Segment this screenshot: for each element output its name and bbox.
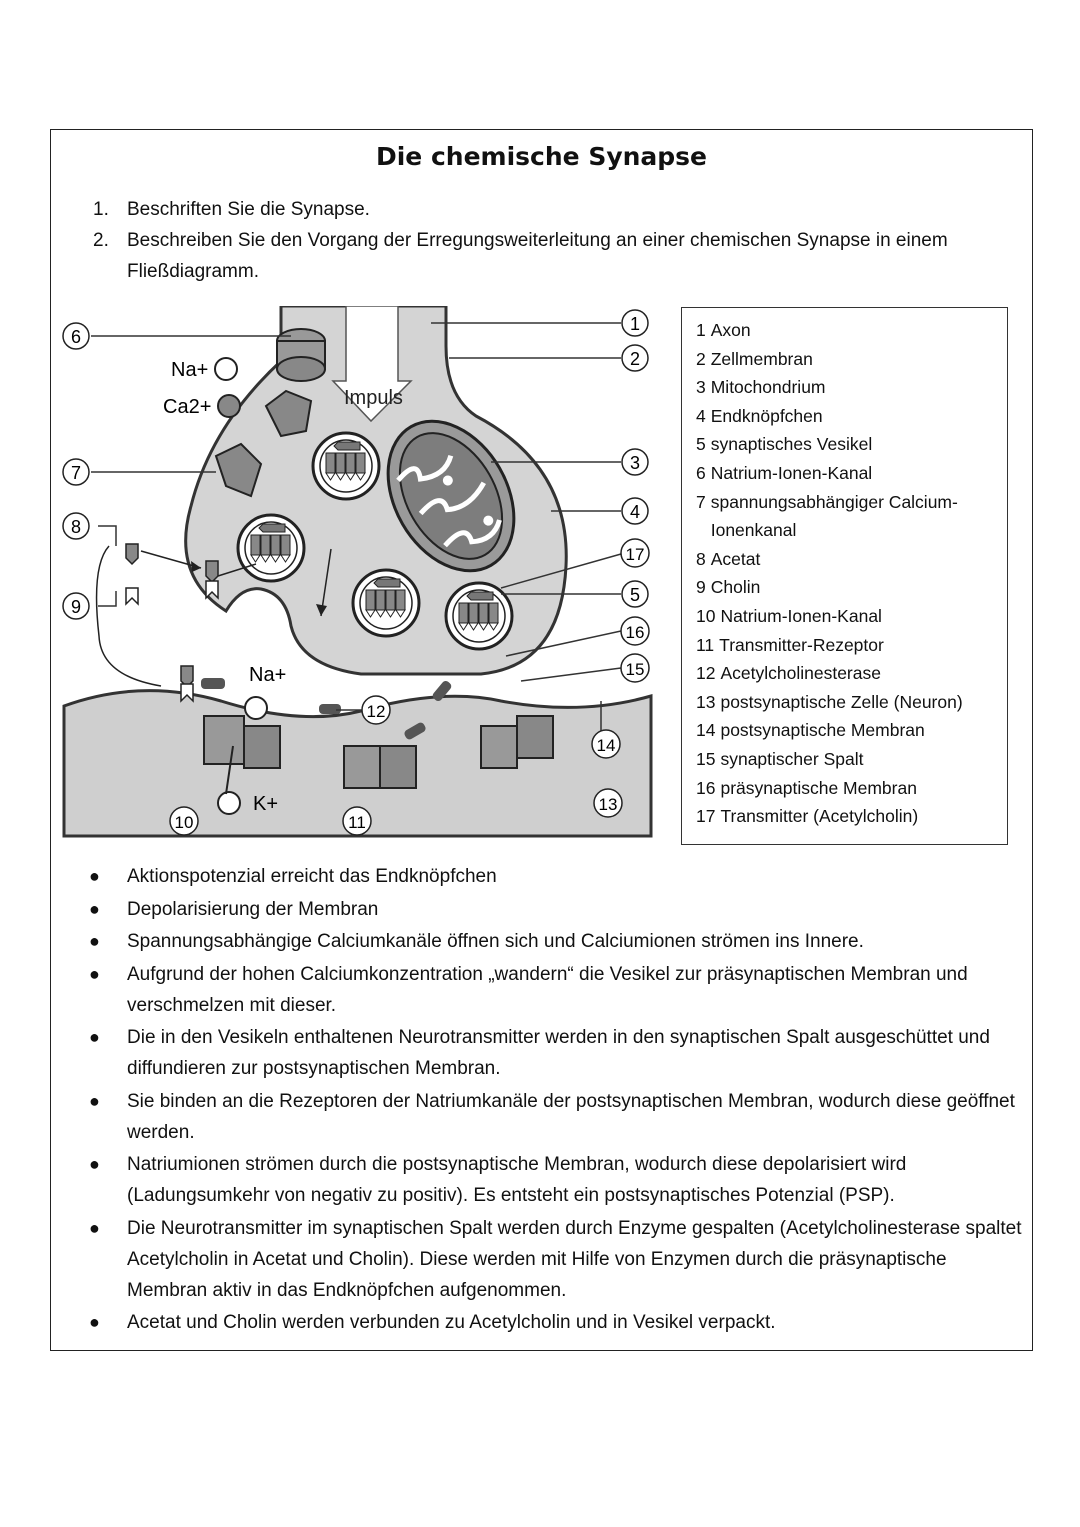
task-item: 1. Beschriften Sie die Synapse. <box>93 194 1013 225</box>
ion-label-ca: Ca2+ <box>163 396 211 418</box>
svg-text:5: 5 <box>630 585 640 605</box>
svg-text:13: 13 <box>599 795 618 814</box>
bullet-icon: ● <box>89 1312 100 1332</box>
list-item: ●Spannungsabhängige Calciumkanäle öffnen… <box>89 926 1024 957</box>
svg-text:11: 11 <box>348 813 366 832</box>
svg-text:16: 16 <box>626 623 645 642</box>
bullet-icon: ● <box>89 898 100 919</box>
marker-9: 9 <box>62 592 90 620</box>
bullet-icon: ● <box>89 1217 100 1238</box>
svg-text:3: 3 <box>630 453 640 473</box>
list-item: ●Die Neurotransmitter im synaptischen Sp… <box>89 1213 1024 1306</box>
ion-label-na-cleft: Na+ <box>249 664 286 686</box>
impulse-label: Impuls <box>344 387 403 409</box>
list-item: ●Acetat und Cholin werden verbunden zu A… <box>89 1307 1024 1338</box>
svg-text:7: 7 <box>71 463 81 483</box>
marker-8: 8 <box>62 512 90 540</box>
task-text: Beschriften Sie die Synapse. <box>127 199 370 220</box>
svg-text:8: 8 <box>71 517 81 537</box>
marker-17: 17 <box>620 538 650 568</box>
bullet-icon: ● <box>89 1027 100 1047</box>
svg-text:1: 1 <box>630 314 640 334</box>
list-item: ●Aufgrund der hohen Calciumkonzentration… <box>89 959 1024 1021</box>
ion-label-na: Na+ <box>171 359 208 381</box>
svg-text:2: 2 <box>630 349 640 369</box>
task-text: Beschreiben Sie den Vorgang der Erregung… <box>127 230 948 282</box>
worksheet: Die chemische Synapse 1. Beschriften Sie… <box>50 129 1033 1351</box>
svg-text:9: 9 <box>71 597 81 617</box>
list-item: ●Sie binden an die Rezeptoren der Natriu… <box>89 1086 1024 1148</box>
task-number: 1. <box>93 199 109 220</box>
svg-text:15: 15 <box>626 660 645 679</box>
marker-13: 13 <box>593 788 623 818</box>
task-number: 2. <box>93 230 109 251</box>
marker-11: 11 <box>342 806 372 836</box>
list-item: ●Die in den Vesikeln enthaltenen Neurotr… <box>89 1022 1024 1084</box>
marker-3: 3 <box>621 448 649 476</box>
bullet-icon: ● <box>89 931 100 951</box>
marker-12: 12 <box>361 695 391 725</box>
synapse-illustration: Impuls Na+ Ca2+ <box>61 304 661 846</box>
task-list: 1. Beschriften Sie die Synapse. 2. Besch… <box>93 194 1013 287</box>
marker-1: 1 <box>621 309 649 337</box>
impulse-arrow-icon <box>331 305 413 423</box>
marker-6: 6 <box>62 322 90 350</box>
list-item: ●Aktionspotenzial erreicht das Endknöpfc… <box>89 861 1024 892</box>
marker-14: 14 <box>591 729 621 759</box>
bullet-icon: ● <box>89 1090 100 1111</box>
svg-text:10: 10 <box>175 813 194 832</box>
task-item: 2. Beschreiben Sie den Vorgang der Erreg… <box>93 225 1013 287</box>
marker-2: 2 <box>621 344 649 372</box>
list-item: ●Depolarisierung der Membran <box>89 894 1024 925</box>
marker-15: 15 <box>620 653 650 683</box>
page-title: Die chemische Synapse <box>375 142 708 171</box>
list-item: ●Natriumionen strömen durch die postsyna… <box>89 1149 1024 1211</box>
svg-text:4: 4 <box>630 502 640 522</box>
marker-7: 7 <box>62 458 90 486</box>
marker-5: 5 <box>621 580 649 608</box>
bullet-icon: ● <box>89 1154 100 1174</box>
marker-16: 16 <box>620 616 650 646</box>
svg-text:14: 14 <box>597 736 616 755</box>
svg-text:12: 12 <box>367 702 386 721</box>
svg-text:17: 17 <box>626 545 645 564</box>
synapse-diagram: Impuls Na+ Ca2+ <box>61 304 661 846</box>
marker-10: 10 <box>169 806 199 836</box>
ion-label-k: K+ <box>253 793 278 815</box>
svg-text:6: 6 <box>71 327 81 347</box>
mitochondrion-icon <box>386 419 516 573</box>
process-list: ●Aktionspotenzial erreicht das Endknöpfc… <box>89 861 1024 1340</box>
bullet-icon: ● <box>89 963 100 984</box>
bullet-icon: ● <box>89 866 100 886</box>
marker-4: 4 <box>621 497 649 525</box>
